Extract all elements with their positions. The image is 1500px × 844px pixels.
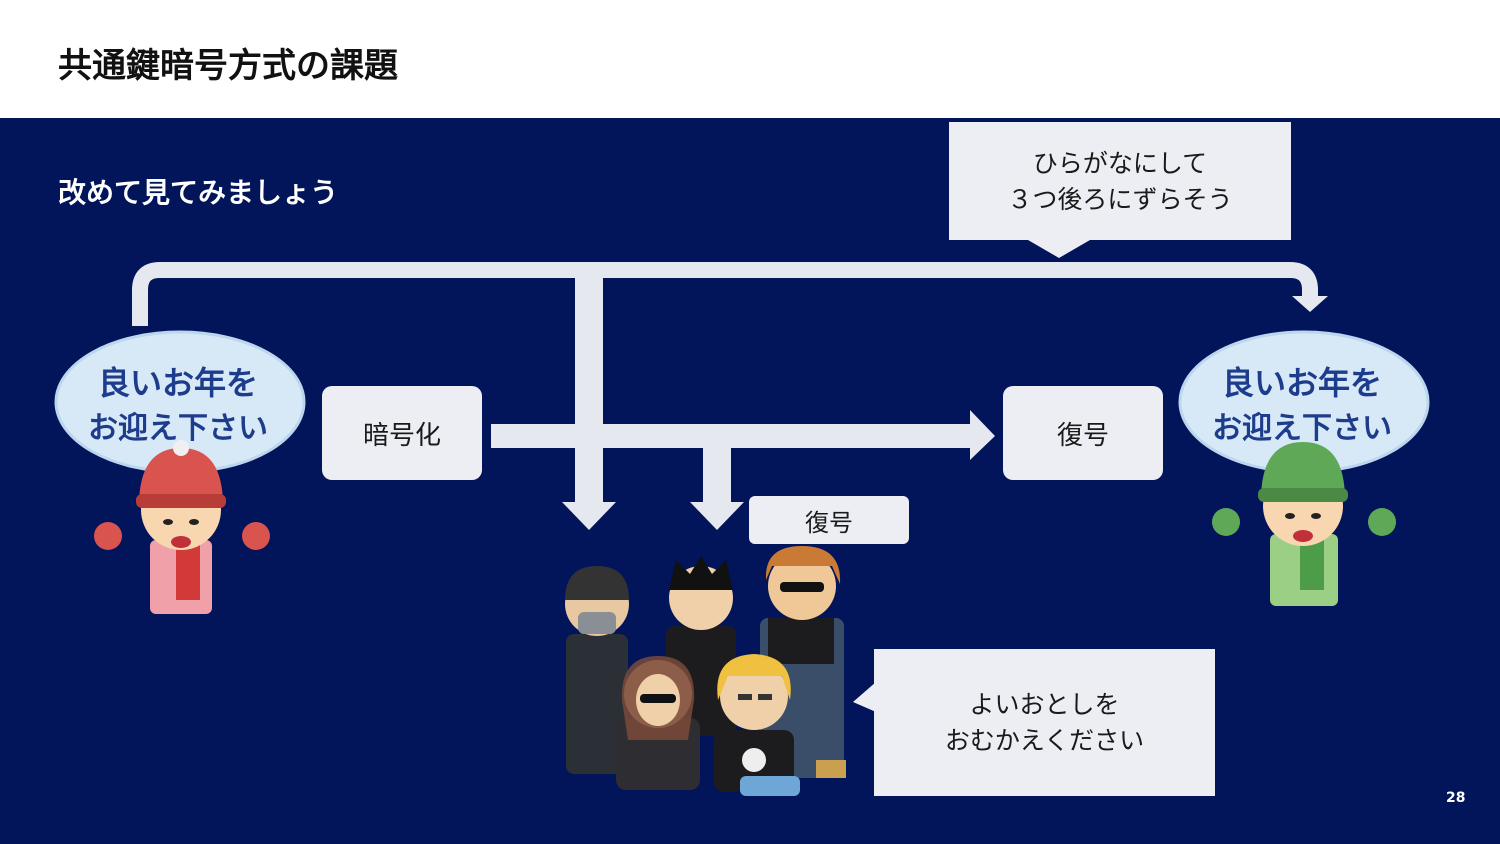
intercept-cipher-arrow (703, 448, 731, 504)
intercept-cipher-arrowhead (690, 502, 744, 530)
sender-left-hand (94, 522, 122, 550)
receiver-right-hand (1368, 508, 1396, 536)
page-number: 28 (1446, 790, 1466, 806)
receiver-illustration: 良いお年を お迎え下さい (1178, 330, 1430, 606)
sender-hat (139, 448, 223, 506)
message-callout-line-2: おむかえください (944, 726, 1145, 755)
callout-bottom-tail (853, 682, 876, 712)
sender-sign-text-1: 良いお年を (98, 364, 258, 402)
method-callout-line-2: ３つ後ろにずらそう (1007, 185, 1233, 214)
method-callout-line-1: ひらがなにして (1032, 149, 1208, 178)
encrypt-box: 暗号化 (322, 386, 482, 480)
sender-sign-text-2: お迎え下さい (88, 411, 268, 446)
receiver-left-hand (1212, 508, 1240, 536)
attackers-illustration (565, 546, 846, 796)
slide-title: 共通鍵暗号方式の課題 (58, 46, 398, 86)
decrypt-box: 復号 (1003, 386, 1163, 480)
sender-right-hand (242, 522, 270, 550)
intercept-key-arrow (575, 278, 603, 504)
message-callout-line-1: よいおとしを (969, 690, 1120, 719)
callout-top-tail (1028, 240, 1090, 258)
slide-subtitle: 改めて見てみましょう (58, 176, 339, 209)
sender-illustration: 良いお年を お迎え下さい (54, 330, 306, 614)
attacker-5-head (720, 662, 788, 730)
message-callout: よいおとしを おむかえください (874, 649, 1215, 796)
receiver-hat (1261, 442, 1345, 500)
key-share-arrow (132, 262, 1318, 326)
key-share-arrowhead (1292, 296, 1328, 312)
receiver-sign-text-2: お迎え下さい (1212, 411, 1392, 446)
attacker-decrypt-box: 復号 (749, 496, 909, 544)
cipher-arrow (491, 424, 971, 448)
slide-header: 共通鍵暗号方式の課題 (0, 0, 1500, 118)
attacker-1-body (566, 634, 628, 774)
cipher-arrowhead (970, 410, 995, 460)
receiver-sign-text-1: 良いお年を (1222, 364, 1382, 402)
method-callout: ひらがなにして ３つ後ろにずらそう (949, 122, 1291, 240)
intercept-key-arrowhead (562, 502, 616, 530)
